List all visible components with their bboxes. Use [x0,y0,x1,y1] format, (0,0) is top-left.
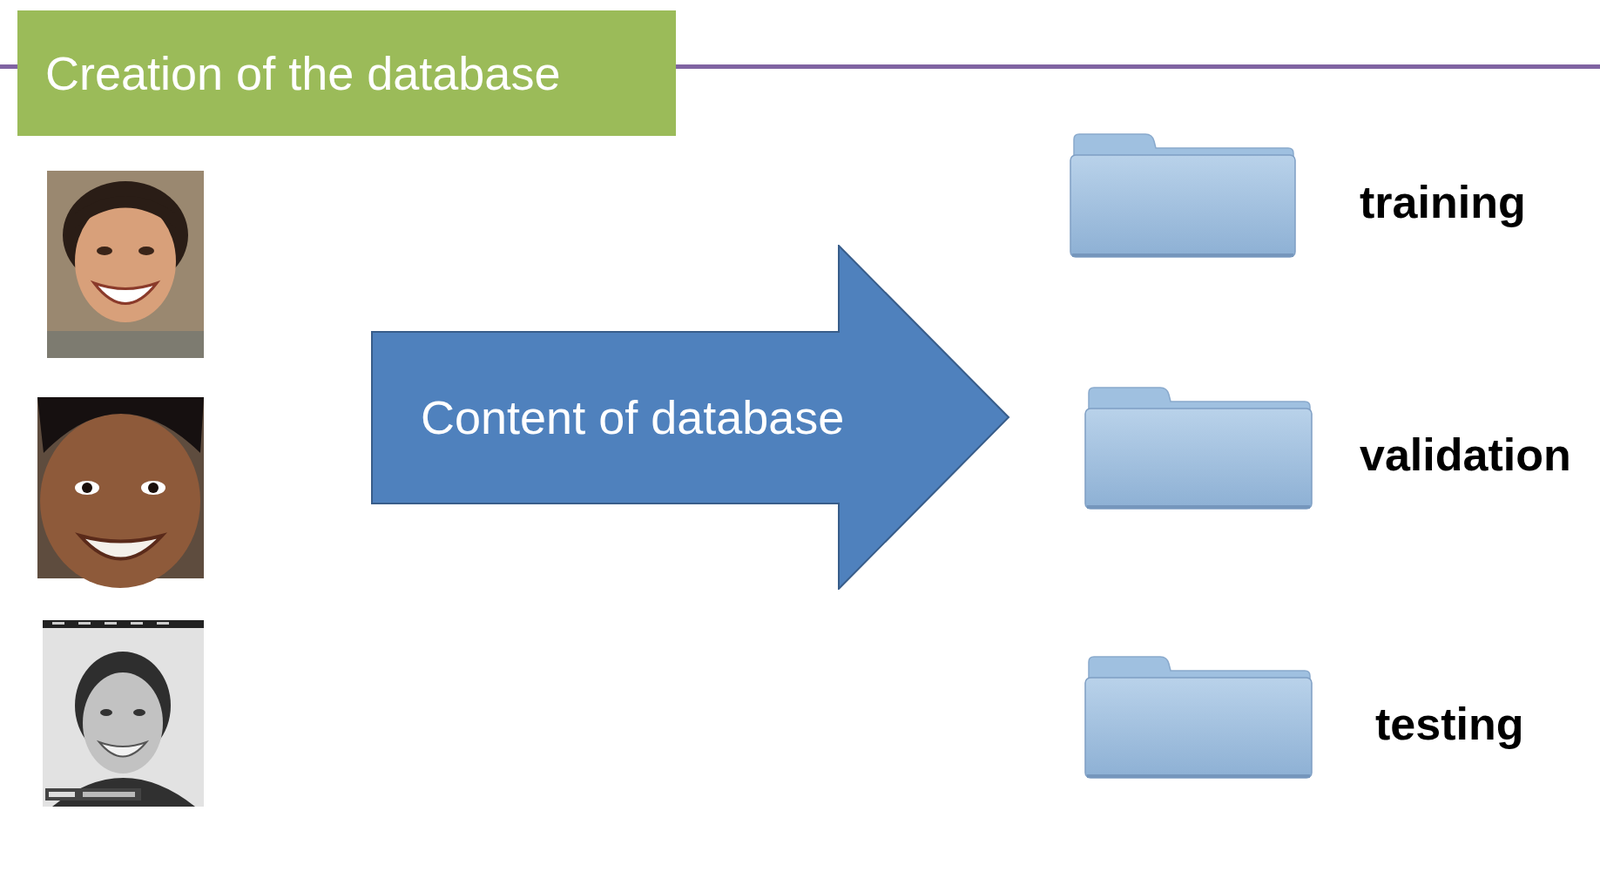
folder-label: training [1359,175,1526,229]
folder-icon [1068,132,1297,261]
title-text: Creation of the database [45,46,561,101]
folder-edge [1086,774,1310,778]
folder-edge [1072,253,1294,257]
arrow-shape [371,245,1009,589]
folder-icon [1083,654,1314,782]
face-photo [42,620,204,807]
folder-edge [1086,505,1310,509]
folder-body [1070,155,1296,257]
folder-node: testing [1083,654,1525,782]
title-banner: Creation of the database [17,10,676,136]
folder-icon [1083,385,1314,513]
arrow-node: Content of database [371,244,1011,590]
folder-body [1085,677,1312,778]
face-photo [47,170,204,358]
folder-body [1085,408,1312,509]
folder-node: training [1068,132,1526,261]
folder-label: testing [1375,697,1524,750]
folder-label: validation [1359,428,1572,481]
folder-node: validation [1083,385,1572,513]
face-photo [37,397,204,588]
arrow-label: Content of database [420,390,844,445]
